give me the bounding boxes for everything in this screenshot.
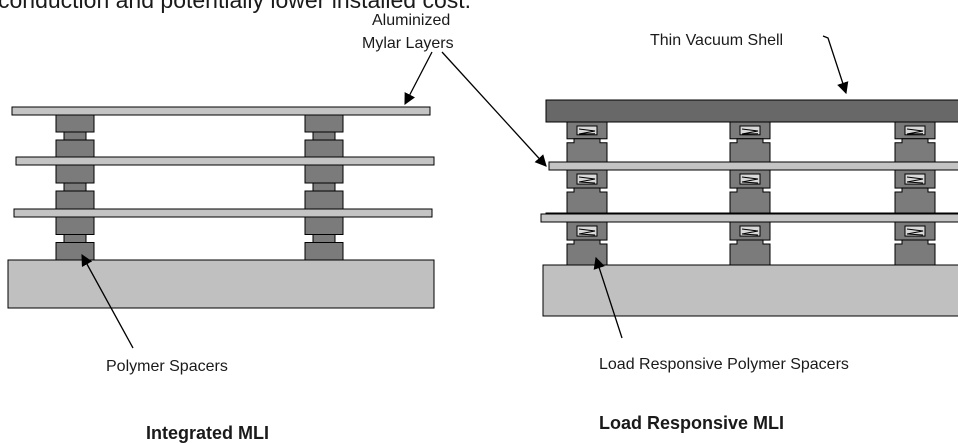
spacer-neck bbox=[63, 182, 87, 192]
mylar-callout-arrow-left bbox=[404, 51, 433, 106]
vacuum-shell bbox=[545, 99, 958, 123]
polymer-spacer bbox=[304, 114, 344, 158]
spacer-spring-window bbox=[739, 173, 761, 185]
mylar-layers-label: Mylar Layers bbox=[362, 35, 454, 52]
base-block bbox=[542, 264, 958, 317]
spacer-spring-window bbox=[576, 225, 598, 237]
load-responsive-spacer bbox=[566, 221, 608, 266]
spacer-flange bbox=[55, 216, 95, 235]
load-responsive-spacer bbox=[729, 169, 771, 214]
spacer-flange bbox=[55, 139, 95, 158]
base-block bbox=[7, 259, 435, 309]
spacer-body bbox=[566, 187, 608, 214]
polymer-spacers-label: Polymer Spacers bbox=[106, 358, 228, 375]
spacer-flange bbox=[304, 242, 344, 261]
load-responsive-spacer bbox=[729, 221, 771, 266]
spacer-neck bbox=[312, 131, 336, 141]
spacer-flange bbox=[304, 190, 344, 210]
polymer-spacer bbox=[55, 164, 95, 210]
spacer-body bbox=[729, 239, 771, 266]
spacer-spring-window bbox=[576, 173, 598, 185]
spacer-flange bbox=[304, 114, 344, 133]
spacer-spring-window bbox=[904, 173, 926, 185]
mylar-callout-arrow-right bbox=[441, 51, 547, 167]
aluminized-label: Aluminized bbox=[372, 12, 451, 29]
mylar-layer bbox=[548, 161, 958, 171]
integrated-mli-panel bbox=[7, 106, 435, 309]
polymer-spacer bbox=[304, 164, 344, 210]
spacer-body bbox=[894, 187, 936, 214]
spacer-flange bbox=[55, 190, 95, 210]
spacer-spring-window bbox=[904, 225, 926, 237]
spacer-body bbox=[894, 239, 936, 266]
load-responsive-spacer bbox=[894, 221, 936, 266]
load-responsive-spacers-label: Load Responsive Polymer Spacers bbox=[599, 356, 849, 373]
top-text-fragment: conduction and potentially lower install… bbox=[0, 0, 472, 13]
thin-vacuum-shell-label: Thin Vacuum Shell bbox=[650, 32, 784, 49]
callout-arrows bbox=[81, 35, 849, 349]
load-responsive-spacer bbox=[894, 121, 936, 163]
spacer-body bbox=[729, 138, 771, 163]
spacer-flange bbox=[304, 164, 344, 184]
load-responsive-mli-title: Load Responsive MLI bbox=[599, 413, 785, 433]
spring-icon bbox=[741, 128, 759, 135]
spacer-body bbox=[566, 239, 608, 266]
polymer-spacers-callout-arrow bbox=[81, 253, 134, 349]
spacer-neck bbox=[63, 234, 87, 243]
vacuum-shell-callout-arrow bbox=[822, 35, 849, 95]
mylar-layer bbox=[15, 156, 435, 166]
spacer-neck bbox=[312, 182, 336, 192]
spacer-spring-window bbox=[739, 225, 761, 237]
spring-icon bbox=[906, 176, 924, 184]
load-responsive-spacer bbox=[894, 169, 936, 214]
spacer-neck bbox=[63, 131, 87, 141]
spring-icon bbox=[578, 228, 596, 236]
spring-icon bbox=[906, 128, 924, 135]
spacer-flange bbox=[304, 216, 344, 235]
spacer-neck bbox=[312, 234, 336, 243]
mylar-layer bbox=[13, 208, 433, 218]
load-responsive-mli-panel bbox=[540, 99, 958, 317]
spacer-body bbox=[566, 138, 608, 163]
polymer-spacer bbox=[55, 114, 95, 158]
mylar-layer bbox=[11, 106, 431, 116]
integrated-mli-title: Integrated MLI bbox=[146, 423, 270, 443]
load-responsive-spacer bbox=[566, 121, 608, 163]
load-responsive-spacer bbox=[729, 121, 771, 163]
spacer-flange bbox=[55, 164, 95, 184]
mylar-layer bbox=[540, 213, 958, 223]
spacer-body bbox=[729, 187, 771, 214]
load-responsive-spacers-callout-arrow bbox=[593, 256, 623, 339]
load-responsive-spacer bbox=[566, 169, 608, 214]
spacer-flange bbox=[55, 242, 95, 261]
polymer-spacer bbox=[55, 216, 95, 261]
spring-icon bbox=[741, 176, 759, 184]
polymer-spacer bbox=[304, 216, 344, 261]
spring-icon bbox=[578, 176, 596, 184]
spring-icon bbox=[906, 228, 924, 236]
spacer-flange bbox=[55, 114, 95, 133]
spacer-flange bbox=[304, 139, 344, 158]
spring-icon bbox=[741, 228, 759, 236]
spring-icon bbox=[578, 128, 596, 135]
spacer-body bbox=[894, 138, 936, 163]
